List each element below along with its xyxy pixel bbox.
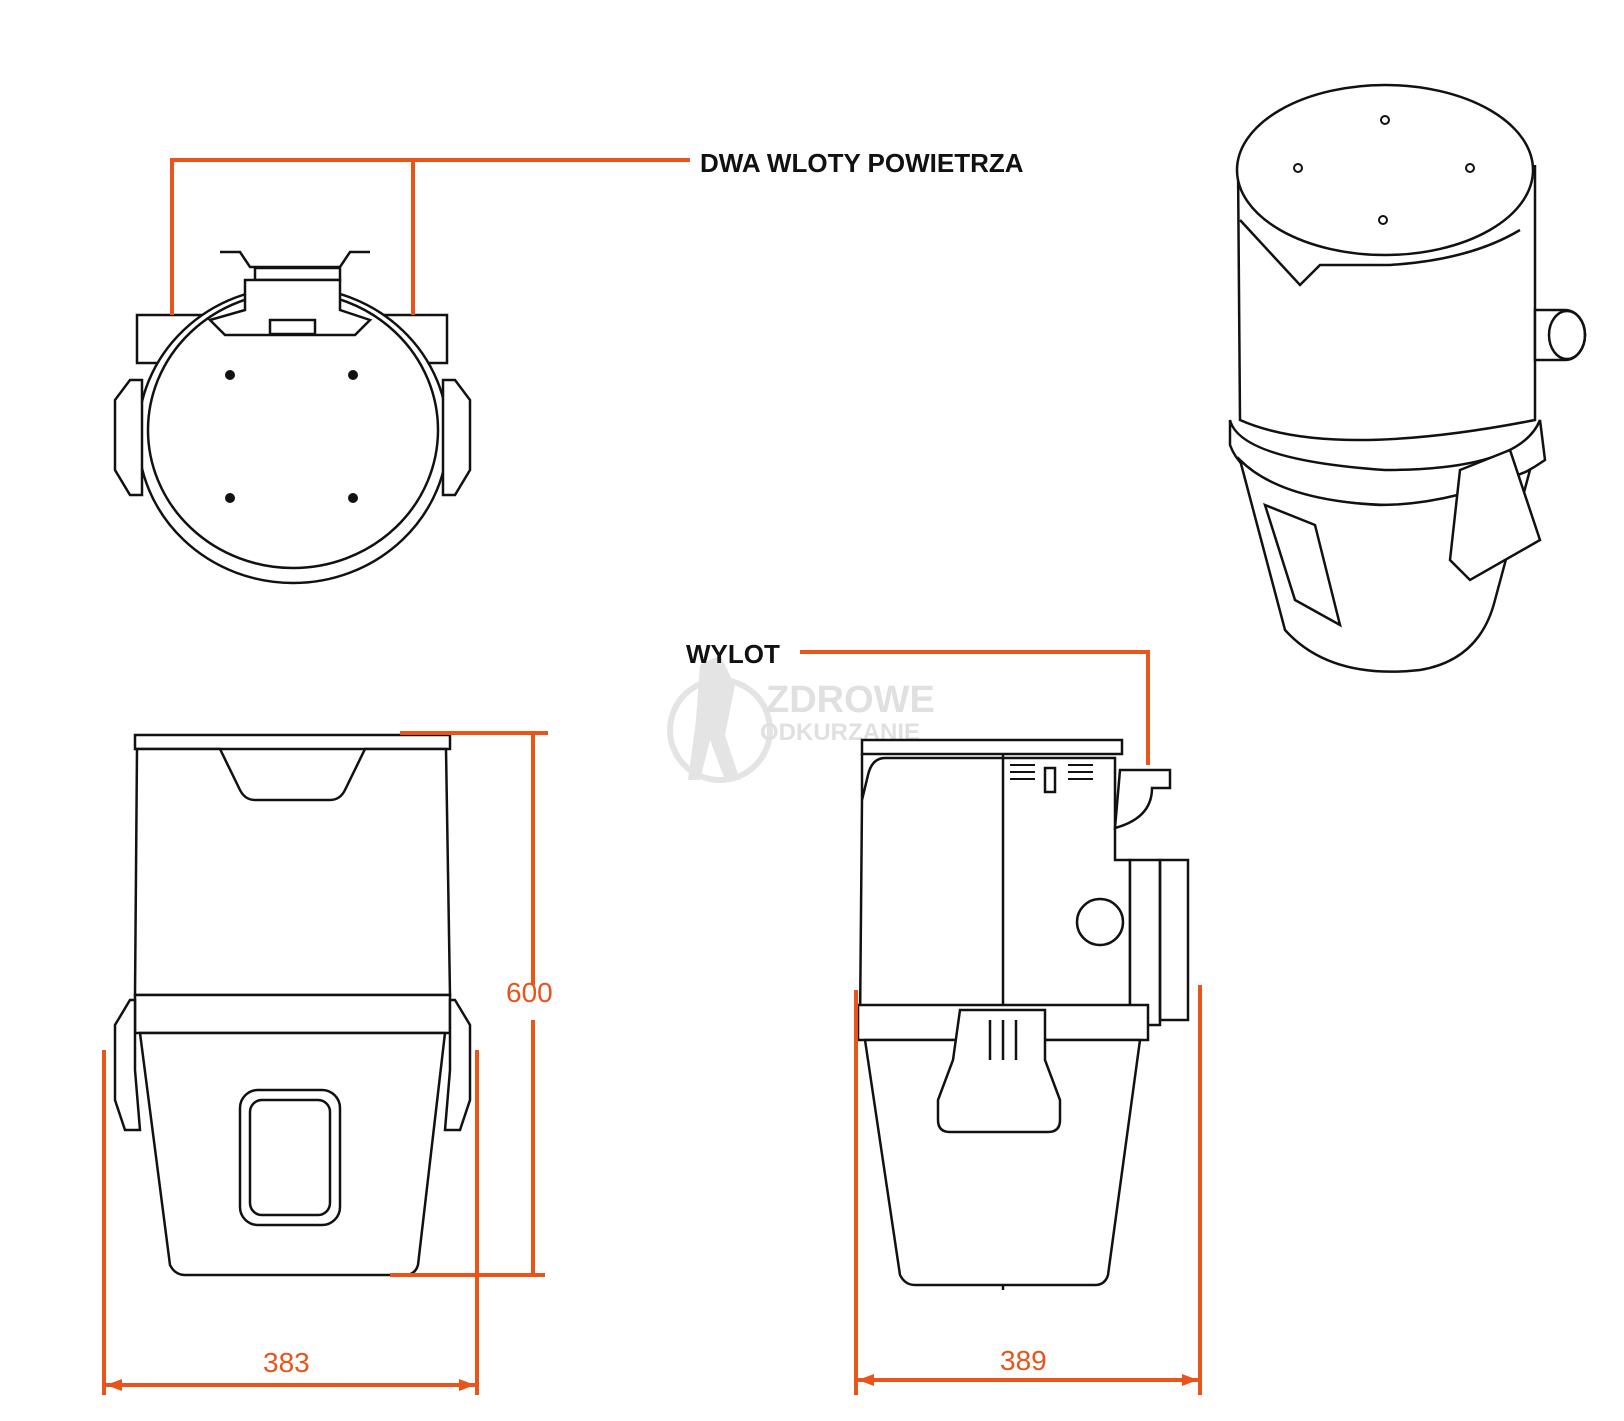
- isometric-view: [1228, 83, 1587, 673]
- side-width-value: 389: [1000, 1345, 1047, 1376]
- outlet-callout: WYLOT: [686, 639, 1150, 765]
- front-width-dimension: 383: [102, 1050, 479, 1395]
- top-view: [113, 250, 472, 585]
- watermark: ZDROWE ODKURZANIE: [667, 655, 935, 783]
- air-inlets-callout: DWA WLOTY POWIETRZA: [170, 148, 1024, 315]
- side-view: [856, 738, 1190, 1290]
- height-value: 600: [506, 977, 553, 1008]
- watermark-line1: ZDROWE: [766, 679, 935, 721]
- front-width-value: 383: [263, 1347, 310, 1378]
- vent-slots-icon: [1010, 764, 1093, 780]
- front-view: [113, 733, 472, 1277]
- outlet-label: WYLOT: [686, 639, 780, 669]
- height-dimension: 600: [390, 731, 553, 1277]
- side-width-dimension: 389: [854, 985, 1202, 1395]
- air-inlets-label: DWA WLOTY POWIETRZA: [700, 148, 1024, 178]
